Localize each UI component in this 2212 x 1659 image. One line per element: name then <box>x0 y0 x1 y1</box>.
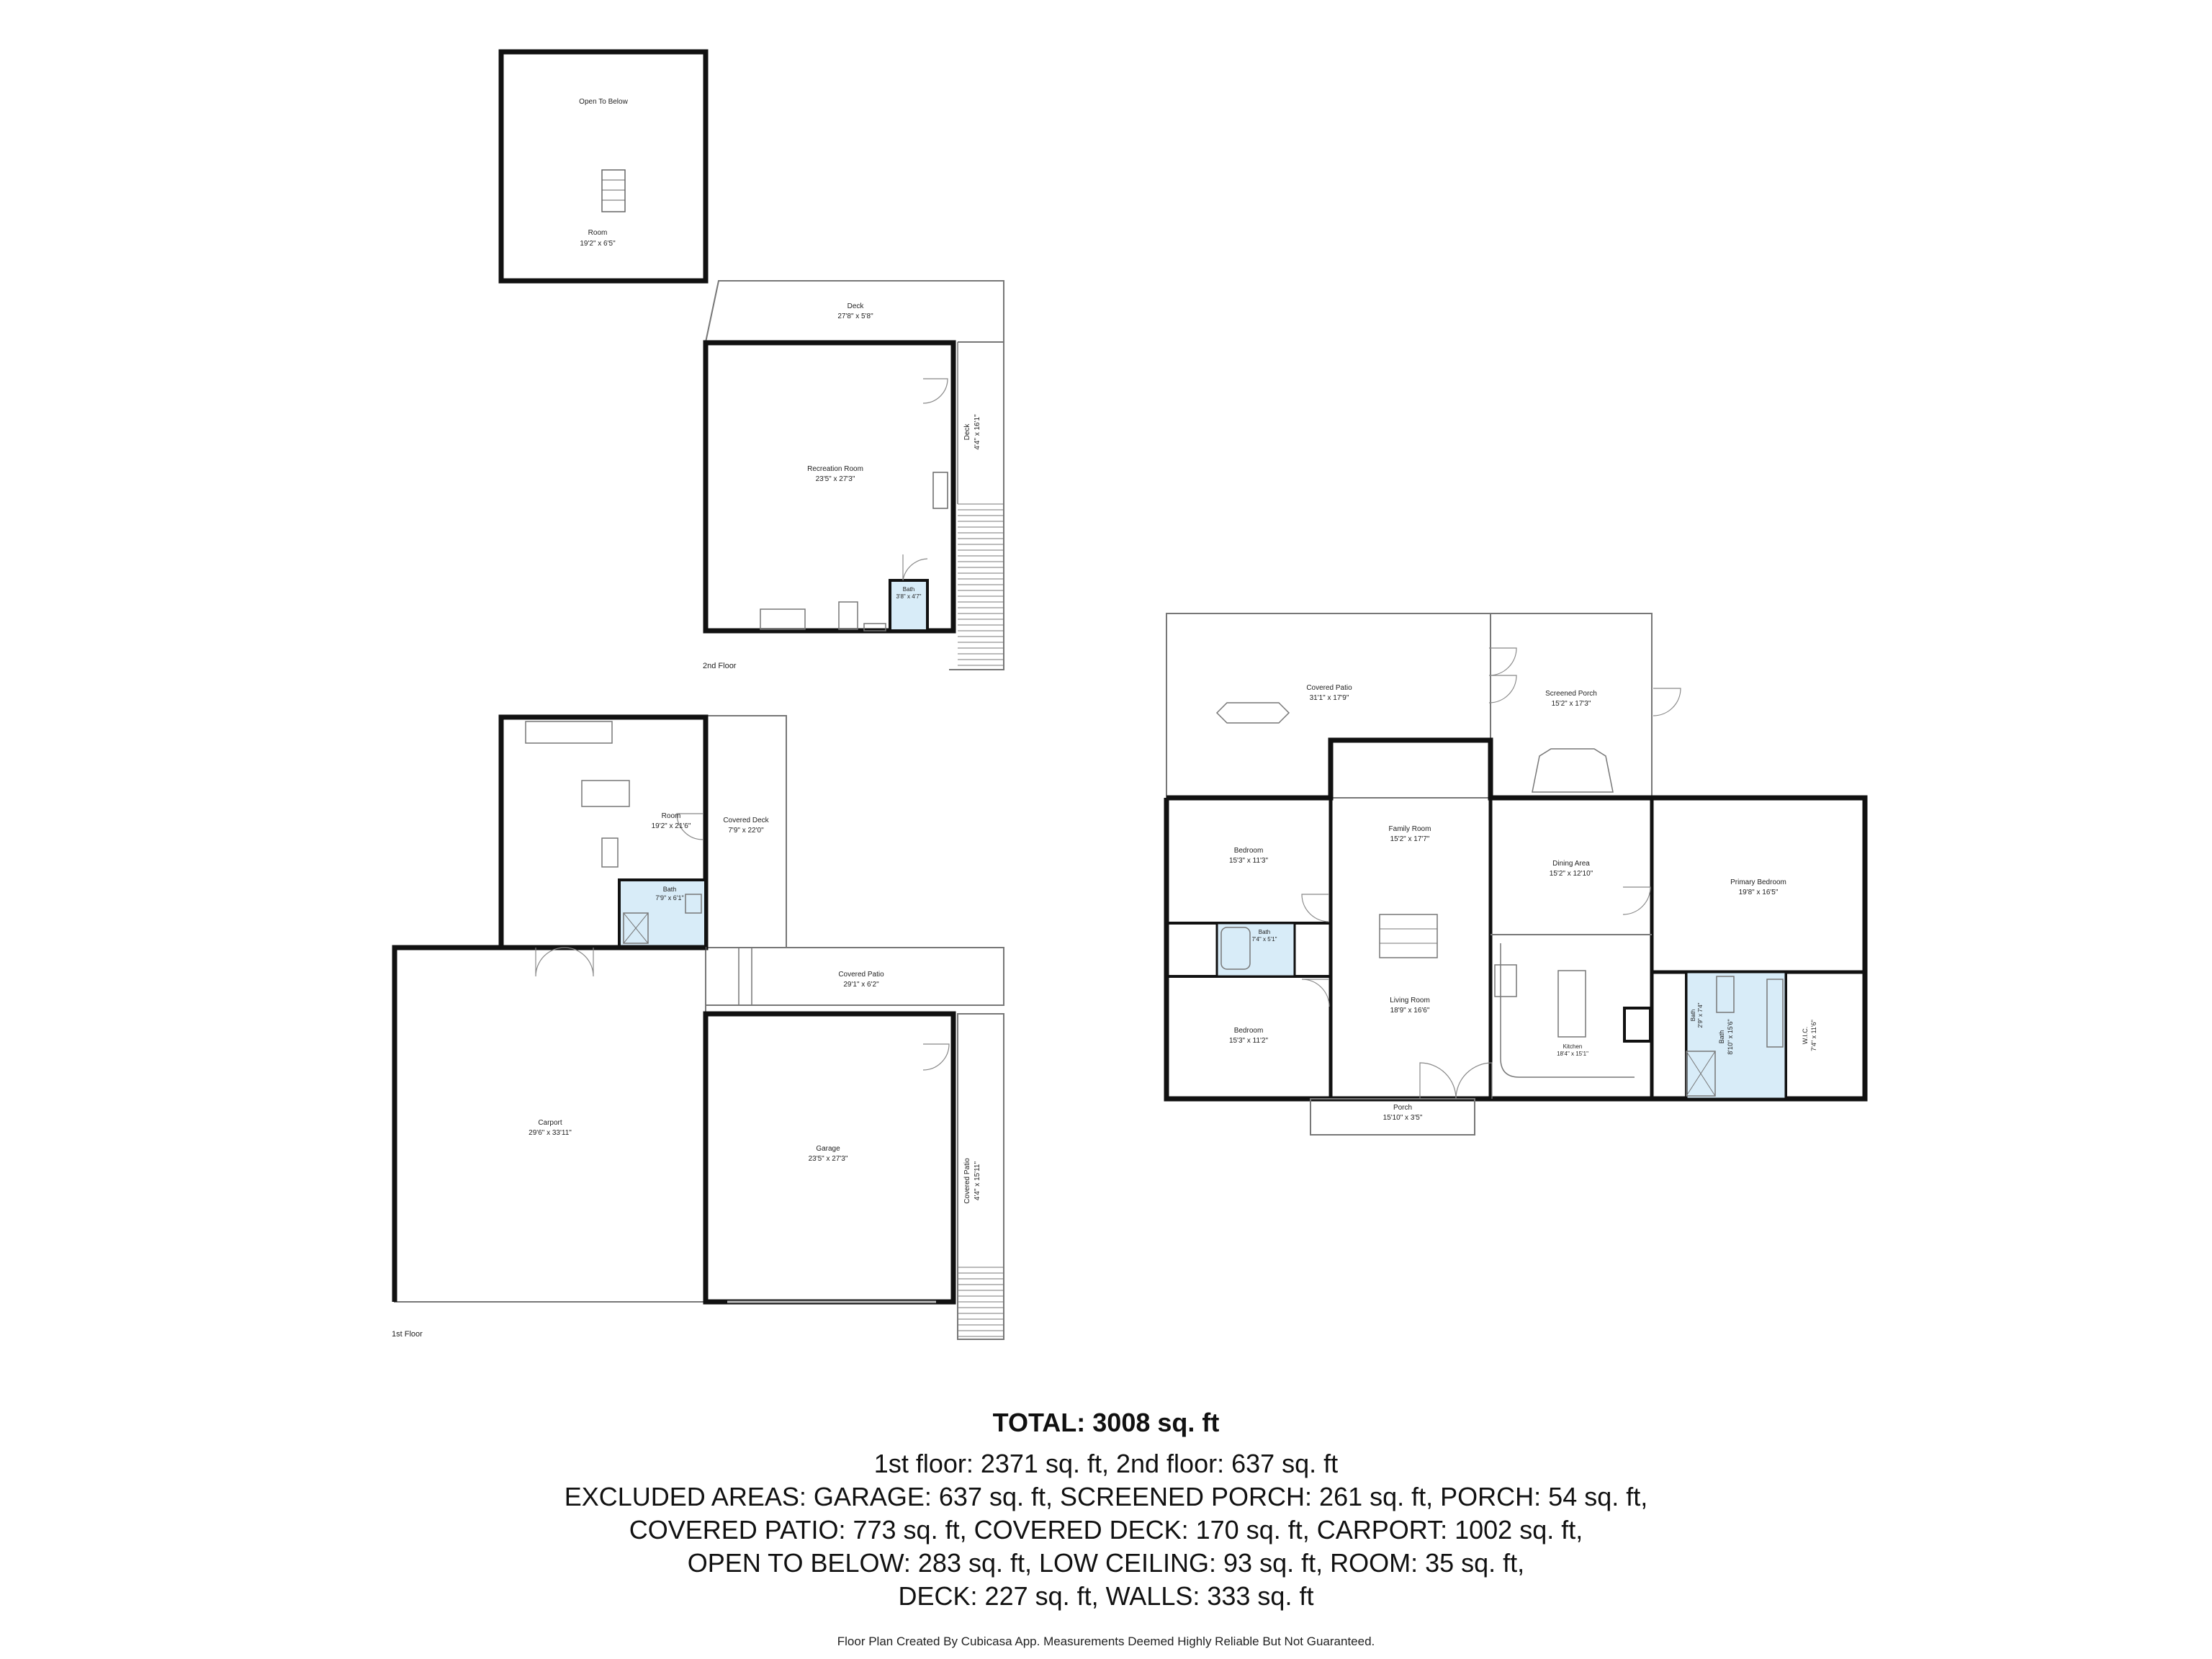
bedroom-2-dim: 15'3" x 11'2" <box>1229 1037 1269 1045</box>
deck-side-name: Deck <box>963 423 971 441</box>
total-area: TOTAL: 3008 sq. ft <box>992 1408 1220 1437</box>
porch-dim: 15'10" x 3'5" <box>1383 1114 1423 1122</box>
small-bath-dim: 3'8" x 4'7" <box>896 593 922 600</box>
living-room-name: Living Room <box>1390 997 1430 1004</box>
excluded-areas-2: COVERED PATIO: 773 sq. ft, COVERED DECK:… <box>629 1515 1583 1545</box>
first-floor-label: 1st Floor <box>392 1330 423 1339</box>
stair-icon <box>601 837 619 868</box>
fireplace-icon <box>1379 914 1438 958</box>
double-door-icon <box>1488 647 1517 703</box>
wic-name: W.I.C. <box>1802 1027 1809 1045</box>
side-patio-outline <box>957 1013 1004 1340</box>
deck-top-dim: 27'8" x 5'8" <box>837 313 873 320</box>
bath-1st-dim: 7'9" x 6'1" <box>655 894 683 902</box>
bedroom-2-name: Bedroom <box>1234 1027 1264 1035</box>
bath-1st-name: Bath <box>663 886 677 893</box>
open-to-below-label: Open To Below <box>579 98 628 106</box>
screened-porch-dim: 15'2" x 17'3" <box>1552 700 1591 708</box>
bedroom-1-dim: 15'3" x 11'3" <box>1229 857 1269 865</box>
family-room-dim: 15'2" x 17'7" <box>1390 835 1430 843</box>
garage-name: Garage <box>816 1145 840 1153</box>
small-bath-fill <box>889 579 929 632</box>
excluded-areas-4: DECK: 227 sq. ft, WALLS: 333 sq. ft <box>898 1581 1314 1611</box>
dining-dim: 15'2" x 12'10" <box>1550 870 1593 878</box>
covered-patio-main-dim: 31'1" x 17'9" <box>1310 694 1349 702</box>
loft-section: Open To Below Room 19'2" x 6'5" <box>498 49 709 284</box>
front-door-icon <box>1419 1062 1493 1100</box>
door-swing-icon <box>676 813 703 840</box>
porch-name: Porch <box>1393 1104 1412 1112</box>
deck-top-name: Deck <box>848 302 865 310</box>
bath-hall-dim: 7'4" x 5'1" <box>1252 936 1277 943</box>
deck-stairs <box>958 503 1004 666</box>
garage-stairs <box>958 1267 1004 1337</box>
kitchen-name: Kitchen <box>1563 1043 1583 1050</box>
door-swing-icon <box>1653 688 1681 716</box>
master-bath-fill <box>1685 971 1787 1100</box>
credit-text: Floor Plan Created By Cubicasa App. Meas… <box>837 1635 1375 1648</box>
recreation-room-dim: 23'5" x 27'3" <box>816 475 855 483</box>
main-house-walls <box>1164 737 1868 1102</box>
porch-outline <box>1310 1098 1475 1136</box>
room-1st-name: Room <box>662 812 681 820</box>
kitchen-dim: 18'4" x 15'1" <box>1557 1051 1588 1057</box>
main-house-section: Covered Patio 31'1" x 17'9" Screened Por… <box>1164 613 1868 1136</box>
stair-icon <box>601 169 626 212</box>
covered-deck-dim: 7'9" x 22'0" <box>728 827 764 835</box>
bath-hall-fill <box>1215 922 1296 978</box>
recreation-room-walls <box>703 340 956 634</box>
garage-dim: 23'5" x 27'3" <box>809 1155 848 1163</box>
wc-name: Bath <box>1690 1010 1696 1021</box>
second-floor-section: Deck 27'8" x 5'8" Recreation Room 23'5" … <box>703 280 1004 670</box>
door-swing-icon <box>902 554 928 581</box>
living-room-dim: 18'9" x 16'6" <box>1390 1007 1430 1015</box>
floor-plan-drawing: Open To Below Room 19'2" x 6'5" Deck 27'… <box>392 49 1868 1340</box>
master-bath-name: Bath <box>1718 1030 1725 1044</box>
carport-dim: 29'6" x 33'11" <box>529 1129 572 1137</box>
covered-patio-side-name: Covered Patio <box>963 1158 971 1204</box>
double-door-icon <box>535 947 594 977</box>
deck-side-dim: 4'4" x 16'1" <box>974 414 981 450</box>
floor-areas: 1st floor: 2371 sq. ft, 2nd floor: 637 s… <box>873 1449 1339 1478</box>
room-1st-dim: 19'2" x 21'6" <box>652 822 691 830</box>
deck-outline <box>705 280 1004 670</box>
primary-bedroom-name: Primary Bedroom <box>1730 878 1786 886</box>
door-swing-icon <box>922 378 948 404</box>
loft-walls <box>498 49 709 284</box>
bath-1st-fill <box>618 878 707 949</box>
dining-name: Dining Area <box>1552 860 1590 868</box>
master-bath-dim: 8'10" x 15'6" <box>1727 1019 1734 1054</box>
loft-room-dim: 19'2" x 6'5" <box>580 240 616 248</box>
kitchen-island <box>1557 970 1586 1038</box>
covered-patio-small-name: Covered Patio <box>838 971 884 979</box>
screened-porch-name: Screened Porch <box>1545 690 1597 698</box>
excluded-areas-1: EXCLUDED AREAS: GARAGE: 637 sq. ft, SCRE… <box>564 1482 1648 1511</box>
carport-name: Carport <box>538 1119 562 1127</box>
wic-dim: 7'4" x 11'6" <box>1810 1020 1817 1051</box>
loft-room-name: Room <box>588 229 608 237</box>
covered-patio-side-dim: 4'4" x 15'11" <box>974 1161 981 1201</box>
door-swing-icon <box>1622 886 1651 915</box>
recreation-room-name: Recreation Room <box>807 465 863 473</box>
door-swing-icon <box>1301 979 1330 1007</box>
door-swing-icon <box>922 1043 950 1071</box>
wc-dim: 2'9" x 7'4" <box>1697 1002 1704 1028</box>
covered-patio-small-dim: 29'1" x 6'2" <box>843 981 879 989</box>
covered-patio-main-name: Covered Patio <box>1306 684 1352 692</box>
bedroom-1-name: Bedroom <box>1234 847 1264 855</box>
bath-hall-name: Bath <box>1259 929 1270 935</box>
excluded-areas-3: OPEN TO BELOW: 283 sq. ft, LOW CEILING: … <box>687 1548 1525 1578</box>
fireplace-icon <box>932 472 948 509</box>
small-bath-name: Bath <box>903 586 914 593</box>
family-room-name: Family Room <box>1389 825 1431 833</box>
second-floor-label: 2nd Floor <box>703 662 737 670</box>
first-floor-left-section: Room 19'2" x 21'6" Covered Deck 7'9" x 2… <box>392 714 1004 1340</box>
door-swing-icon <box>1301 894 1330 922</box>
primary-bedroom-dim: 19'8" x 16'5" <box>1739 889 1779 896</box>
covered-deck-name: Covered Deck <box>723 817 769 824</box>
